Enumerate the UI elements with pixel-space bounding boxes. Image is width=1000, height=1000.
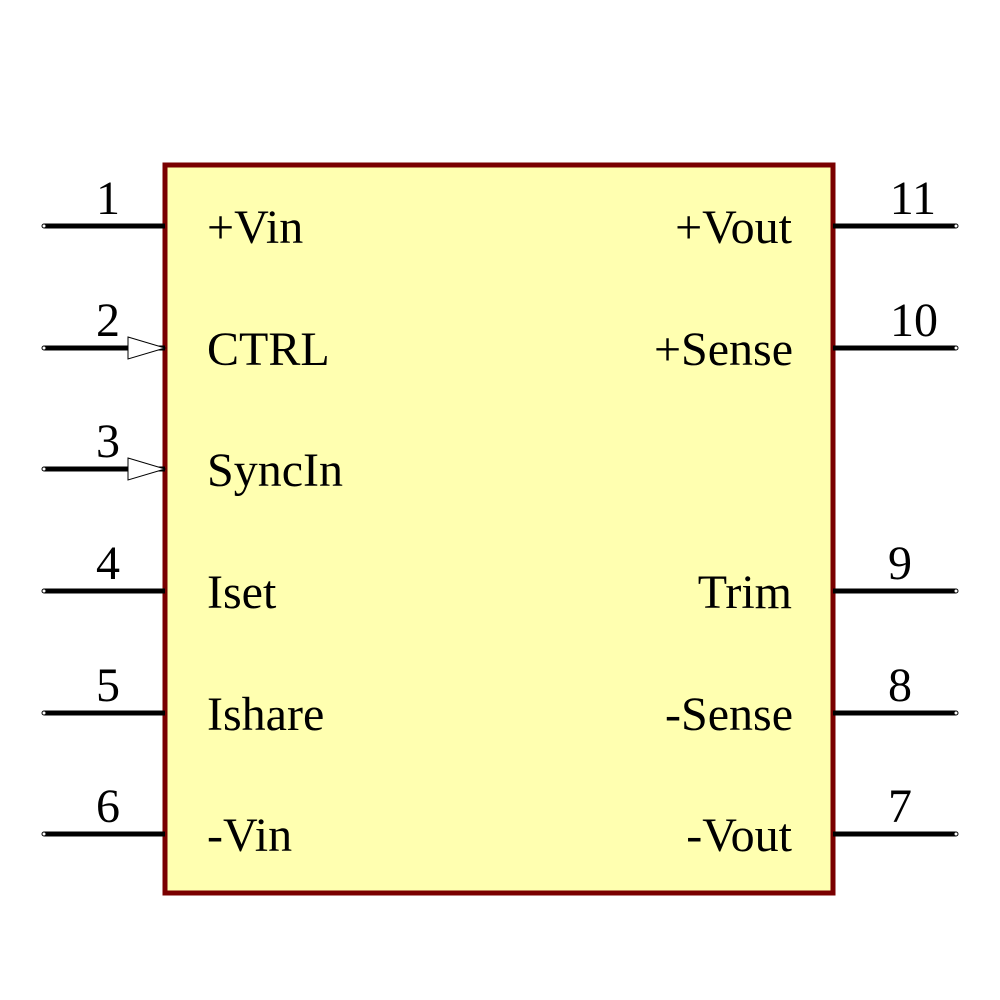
component-body [162, 162, 836, 896]
pin-name: Ishare [207, 688, 324, 741]
pin-end-dot [41, 831, 47, 837]
pin-number: 4 [96, 537, 120, 590]
pin-number: 8 [888, 659, 912, 712]
left-pin-3: 3 SyncIn [41, 415, 343, 497]
pin-end-dot [953, 831, 959, 837]
pin-end-dot [41, 588, 47, 594]
pin-end-dot [41, 710, 47, 716]
right-pin-9: 9 Trim [698, 537, 959, 619]
pin-number: 3 [96, 415, 120, 468]
left-pin-2: 2 CTRL [41, 294, 330, 376]
pin-name: Iset [207, 566, 277, 619]
right-pin-7: 7 -Vout [686, 780, 959, 862]
pin-name: -Sense [665, 688, 793, 741]
right-pin-10: 10 +Sense [654, 294, 959, 376]
pin-number: 5 [96, 659, 120, 712]
pin-name: SyncIn [207, 444, 343, 497]
pin-name: +Vout [675, 201, 793, 254]
pin-number: 2 [96, 294, 120, 347]
left-pin-1: 1 +Vin [41, 172, 303, 254]
input-arrow-icon [127, 457, 167, 481]
right-pin-11: 11 +Vout [675, 172, 959, 254]
pin-name: Trim [698, 566, 792, 619]
pin-name: +Sense [654, 323, 793, 376]
pin-end-dot [41, 466, 47, 472]
left-pin-5: 5 Ishare [41, 659, 324, 741]
pin-number: 9 [888, 537, 912, 590]
pin-end-dot [953, 710, 959, 716]
pin-end-dot [41, 345, 47, 351]
pin-number: 11 [890, 172, 936, 225]
pin-end-dot [953, 223, 959, 229]
pin-end-dot [41, 223, 47, 229]
pin-name: +Vin [207, 201, 303, 254]
pin-number: 1 [96, 172, 120, 225]
pin-number: 10 [890, 294, 938, 347]
right-pin-8: 8 -Sense [665, 659, 959, 741]
pin-end-dot [953, 345, 959, 351]
pin-name: CTRL [207, 323, 330, 376]
pin-name: -Vin [207, 809, 292, 862]
pin-end-dot [953, 588, 959, 594]
left-pin-6: 6 -Vin [41, 780, 292, 862]
pin-name: -Vout [686, 809, 792, 862]
input-arrow-icon [127, 336, 167, 360]
left-pin-4: 4 Iset [41, 537, 277, 619]
pin-number: 7 [888, 780, 912, 833]
pin-number: 6 [96, 780, 120, 833]
